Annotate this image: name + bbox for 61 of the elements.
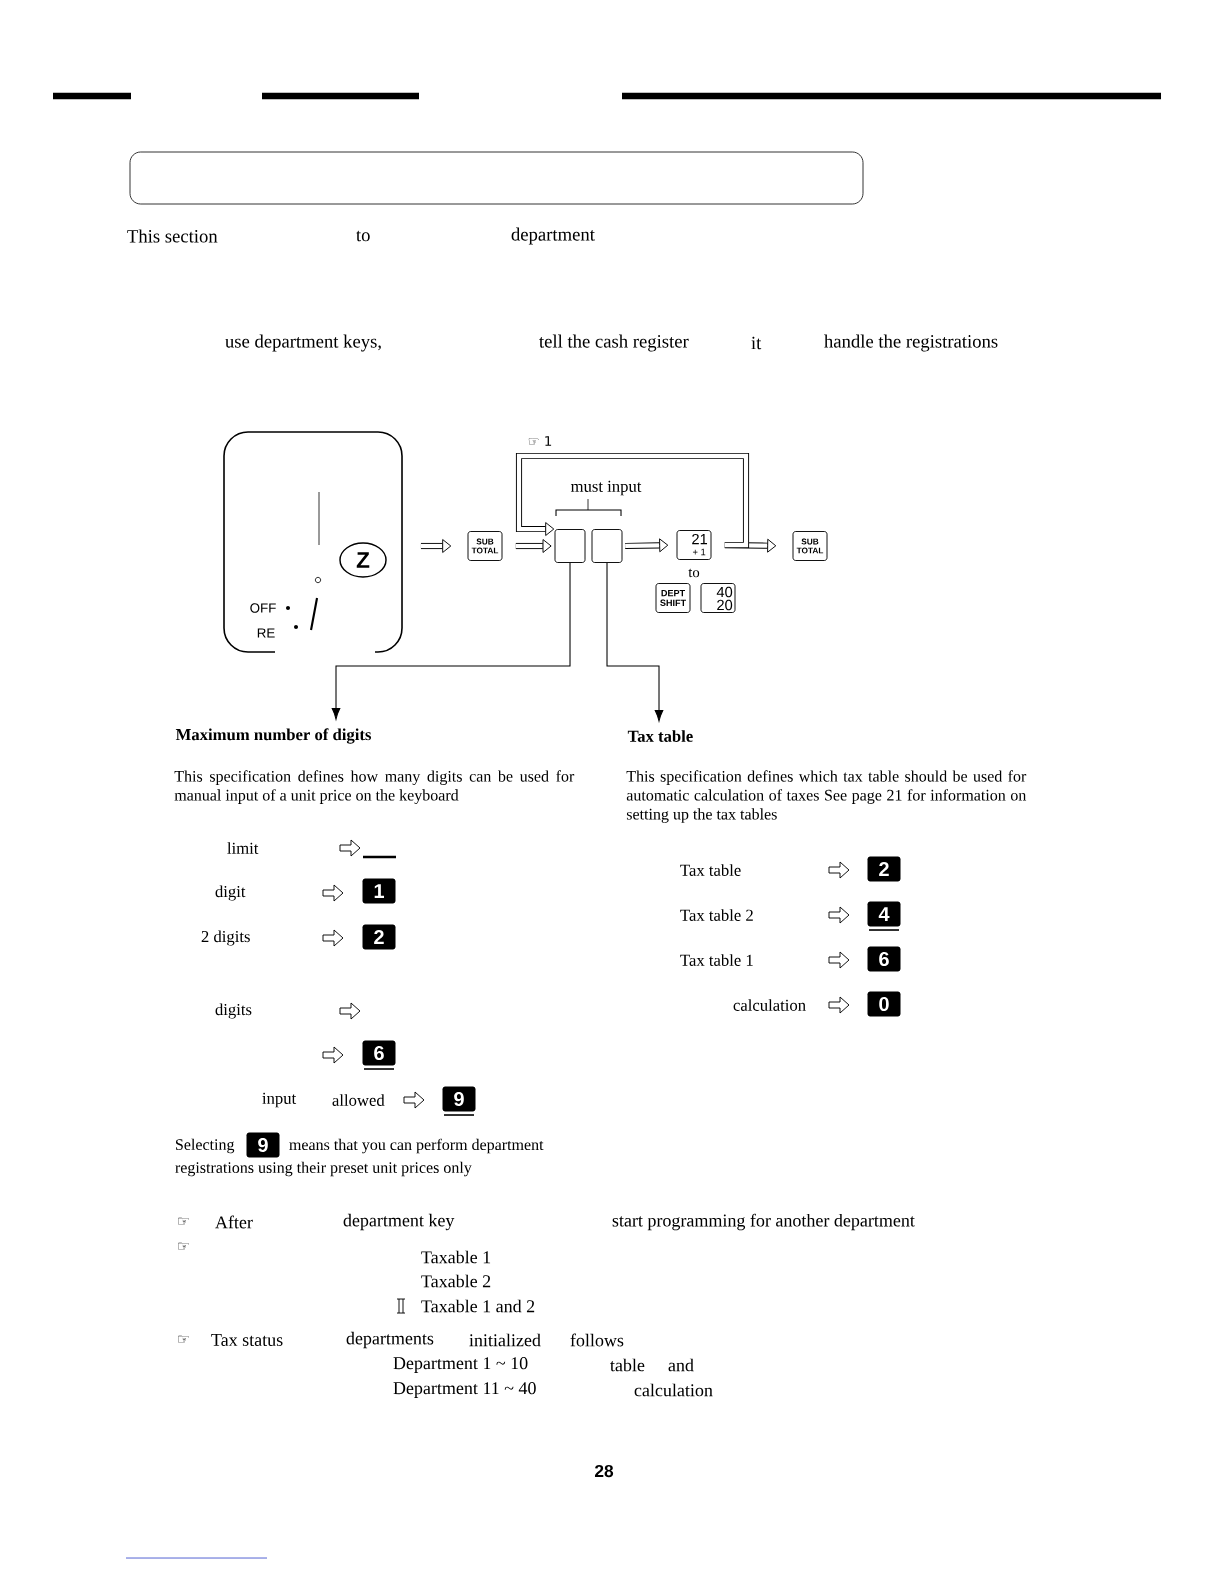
arrow: [515, 539, 552, 553]
option-text: Tax table 1: [680, 954, 753, 966]
note-text: table: [610, 1358, 645, 1372]
key: SUB TOTAL: [792, 531, 828, 561]
key: 21 + 1: [676, 530, 712, 560]
pointing-hand: ☞: [178, 1335, 189, 1343]
option-text: 2 digits: [201, 930, 250, 946]
input-box: [554, 529, 586, 563]
note-text: After: [215, 1215, 253, 1229]
note-text: Taxable 1 and 2: [421, 1299, 535, 1313]
section-heading: Maximum number of digits: [175, 728, 372, 744]
note-text: and: [668, 1358, 694, 1372]
body-text: to: [356, 230, 370, 242]
option-text: digit: [215, 885, 246, 901]
arrow: [606, 562, 664, 722]
body-text: tell the cash register: [539, 334, 689, 352]
key: SUB TOTAL: [467, 531, 503, 561]
section-heading: Tax table: [627, 730, 693, 742]
paragraph: This specification defines which tax table should be used for automatic calculation of taxes See page 21 for information on setting up the tax tables: [626, 770, 1027, 823]
node-label: RE: [257, 628, 275, 638]
arrow: [420, 539, 452, 553]
mode-key: Z: [339, 542, 387, 578]
key: DEPT SHIFT: [655, 583, 691, 613]
arrow: [331, 562, 571, 720]
option-text: allowed: [332, 1094, 385, 1106]
note-text: follows: [570, 1333, 624, 1347]
option-text: Tax table: [680, 864, 741, 876]
key: 40 20: [700, 583, 736, 613]
body-text: means that you can perform department: [289, 1138, 544, 1154]
note-text: Department 1 ~ 10: [393, 1357, 528, 1373]
pointing-hand: ☞: [178, 1242, 189, 1250]
pointing-hand: ☞: [178, 1217, 189, 1225]
option-text: Tax table 2: [680, 909, 753, 921]
body-text: it: [751, 336, 762, 350]
note-text: initialized: [469, 1333, 541, 1347]
option-text: digits: [215, 1003, 252, 1019]
note-text: Department 11 ~ 40: [393, 1382, 536, 1398]
body-text: registrations using their preset unit prices only: [175, 1161, 472, 1177]
note-text: departments: [346, 1331, 434, 1349]
key-note: must input: [570, 480, 642, 496]
body-text: Selecting: [176, 1138, 235, 1154]
body-text: use department keys,: [225, 334, 381, 352]
note-text: calculation: [634, 1383, 713, 1397]
key-note: to: [688, 568, 700, 578]
arrow: [515, 452, 750, 549]
note-text: Taxable 1: [421, 1250, 491, 1264]
node-label: OFF: [250, 603, 276, 613]
body-text: This section: [127, 229, 218, 243]
note-text: department key: [343, 1213, 455, 1231]
input-box: [591, 529, 623, 563]
option-text: limit: [227, 842, 259, 854]
body-text: handle the registrations: [824, 334, 998, 352]
page-number: 28: [594, 1464, 614, 1478]
option-text: input: [262, 1092, 297, 1108]
body-text: department: [511, 227, 595, 245]
option-text: calculation: [733, 999, 806, 1011]
arrow: [625, 538, 669, 553]
paragraph: This specification defines how many digits can be used for manual input of a unit price on the keyboard: [174, 770, 575, 804]
note-text: Taxable 2: [421, 1274, 491, 1288]
note-text: start programming for another department: [612, 1213, 915, 1231]
note-text: Tax status: [211, 1334, 283, 1346]
